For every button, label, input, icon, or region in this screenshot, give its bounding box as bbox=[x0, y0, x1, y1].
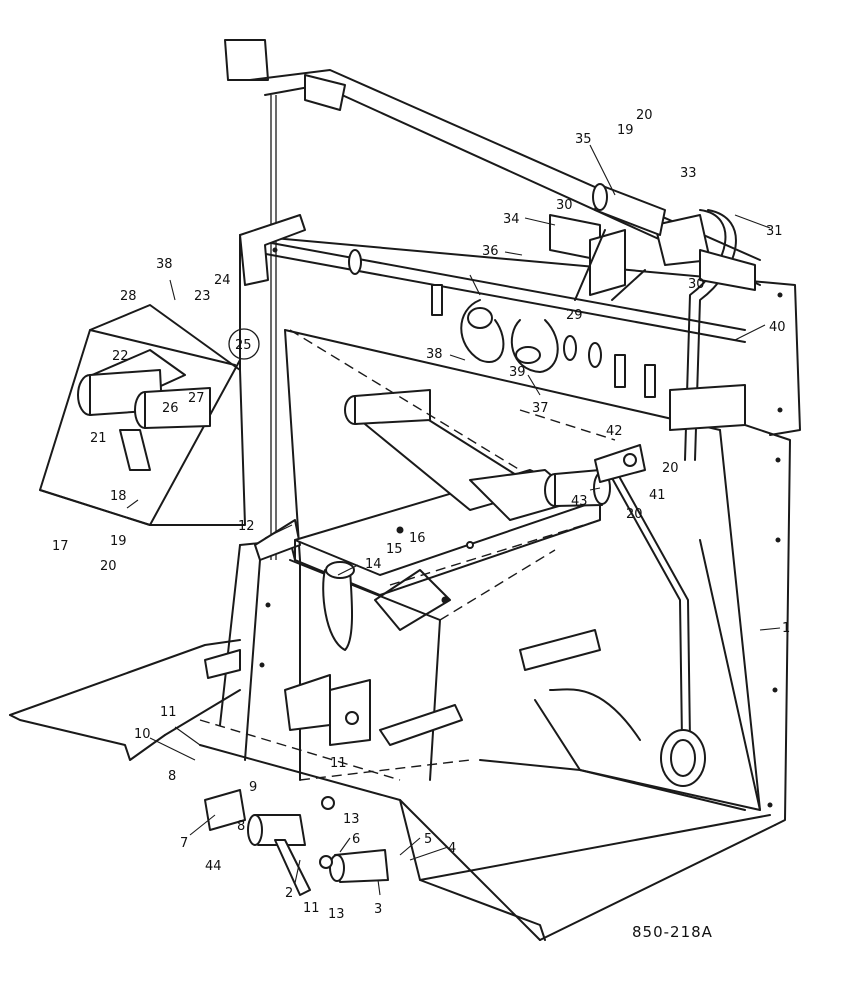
callout-11b: 11 bbox=[330, 756, 347, 771]
callout-15: 15 bbox=[386, 542, 403, 557]
cross-frame bbox=[294, 389, 611, 651]
callout-38b: 38 bbox=[426, 347, 443, 362]
callout-27: 27 bbox=[188, 391, 205, 406]
callout-20a: 20 bbox=[100, 559, 117, 574]
callout-20c: 20 bbox=[662, 461, 679, 476]
upper-rail bbox=[224, 39, 761, 560]
callout-21: 21 bbox=[90, 431, 107, 446]
callout-25: 25 bbox=[235, 338, 252, 353]
callout-30a: 30 bbox=[556, 198, 573, 213]
callout-37: 37 bbox=[532, 401, 549, 416]
callout-20b: 20 bbox=[636, 108, 653, 123]
right-side-panel bbox=[539, 419, 791, 941]
callout-8a: 8 bbox=[168, 769, 176, 784]
callout-16: 16 bbox=[409, 531, 426, 546]
lower-left-fittings bbox=[204, 789, 389, 896]
callout-12: 12 bbox=[238, 519, 255, 534]
callout-11c: 11 bbox=[303, 901, 320, 916]
callout-circle-25 bbox=[228, 328, 260, 360]
floor-plate bbox=[9, 639, 771, 941]
callout-24: 24 bbox=[214, 273, 231, 288]
callout-11a: 11 bbox=[160, 705, 177, 720]
callout-5: 5 bbox=[424, 832, 432, 847]
callout-4: 4 bbox=[448, 841, 456, 856]
shaft bbox=[254, 239, 746, 398]
callout-13b: 13 bbox=[328, 907, 345, 922]
callout-29: 29 bbox=[566, 308, 583, 323]
callout-17: 17 bbox=[52, 539, 69, 554]
callout-8b: 8 bbox=[237, 819, 245, 834]
callout-6: 6 bbox=[352, 832, 360, 847]
callout-19a: 19 bbox=[110, 534, 127, 549]
left-shaft-bracket bbox=[239, 214, 306, 286]
callout-30b: 30 bbox=[688, 277, 705, 292]
callout-38a: 38 bbox=[156, 257, 173, 272]
callout-23: 23 bbox=[194, 289, 211, 304]
callout-40: 40 bbox=[769, 320, 786, 335]
callout-34: 34 bbox=[503, 212, 520, 227]
callout-31: 31 bbox=[766, 224, 783, 239]
leader-lines bbox=[126, 144, 781, 896]
callout-35: 35 bbox=[575, 132, 592, 147]
callout-20d: 20 bbox=[626, 507, 643, 522]
bracket-34 bbox=[549, 214, 646, 301]
callout-33: 33 bbox=[680, 166, 697, 181]
callout-39: 39 bbox=[509, 365, 526, 380]
box-assembly bbox=[39, 304, 246, 526]
callout-3: 3 bbox=[374, 902, 382, 917]
hidden-lines bbox=[199, 329, 616, 781]
connector-42 bbox=[594, 444, 646, 483]
callout-2: 2 bbox=[285, 886, 293, 901]
cylinder-35 bbox=[592, 183, 666, 236]
hopper-body bbox=[284, 329, 761, 811]
lower-blocks bbox=[204, 629, 601, 746]
callout-41: 41 bbox=[649, 488, 666, 503]
springs bbox=[460, 299, 559, 373]
callout-9: 9 bbox=[249, 780, 257, 795]
callout-28: 28 bbox=[120, 289, 137, 304]
callout-7: 7 bbox=[180, 836, 188, 851]
callout-14: 14 bbox=[365, 557, 382, 572]
callout-1: 1 bbox=[782, 621, 790, 636]
callout-44: 44 bbox=[205, 859, 222, 874]
callout-42: 42 bbox=[606, 424, 623, 439]
callout-36: 36 bbox=[482, 244, 499, 259]
drawing-id: 850-218A bbox=[632, 923, 713, 941]
callout-43: 43 bbox=[571, 494, 588, 509]
callout-13a: 13 bbox=[343, 812, 360, 827]
callout-22: 22 bbox=[112, 349, 129, 364]
callout-18: 18 bbox=[110, 489, 127, 504]
callout-10: 10 bbox=[134, 727, 151, 742]
callout-19b: 19 bbox=[617, 123, 634, 138]
vertical-pipe bbox=[654, 209, 756, 461]
linkage-rod bbox=[549, 477, 706, 787]
callout-26: 26 bbox=[162, 401, 179, 416]
callout-labels: 1 2 3 4 5 6 7 8 8 9 10 11 11 11 12 13 13… bbox=[52, 108, 790, 922]
